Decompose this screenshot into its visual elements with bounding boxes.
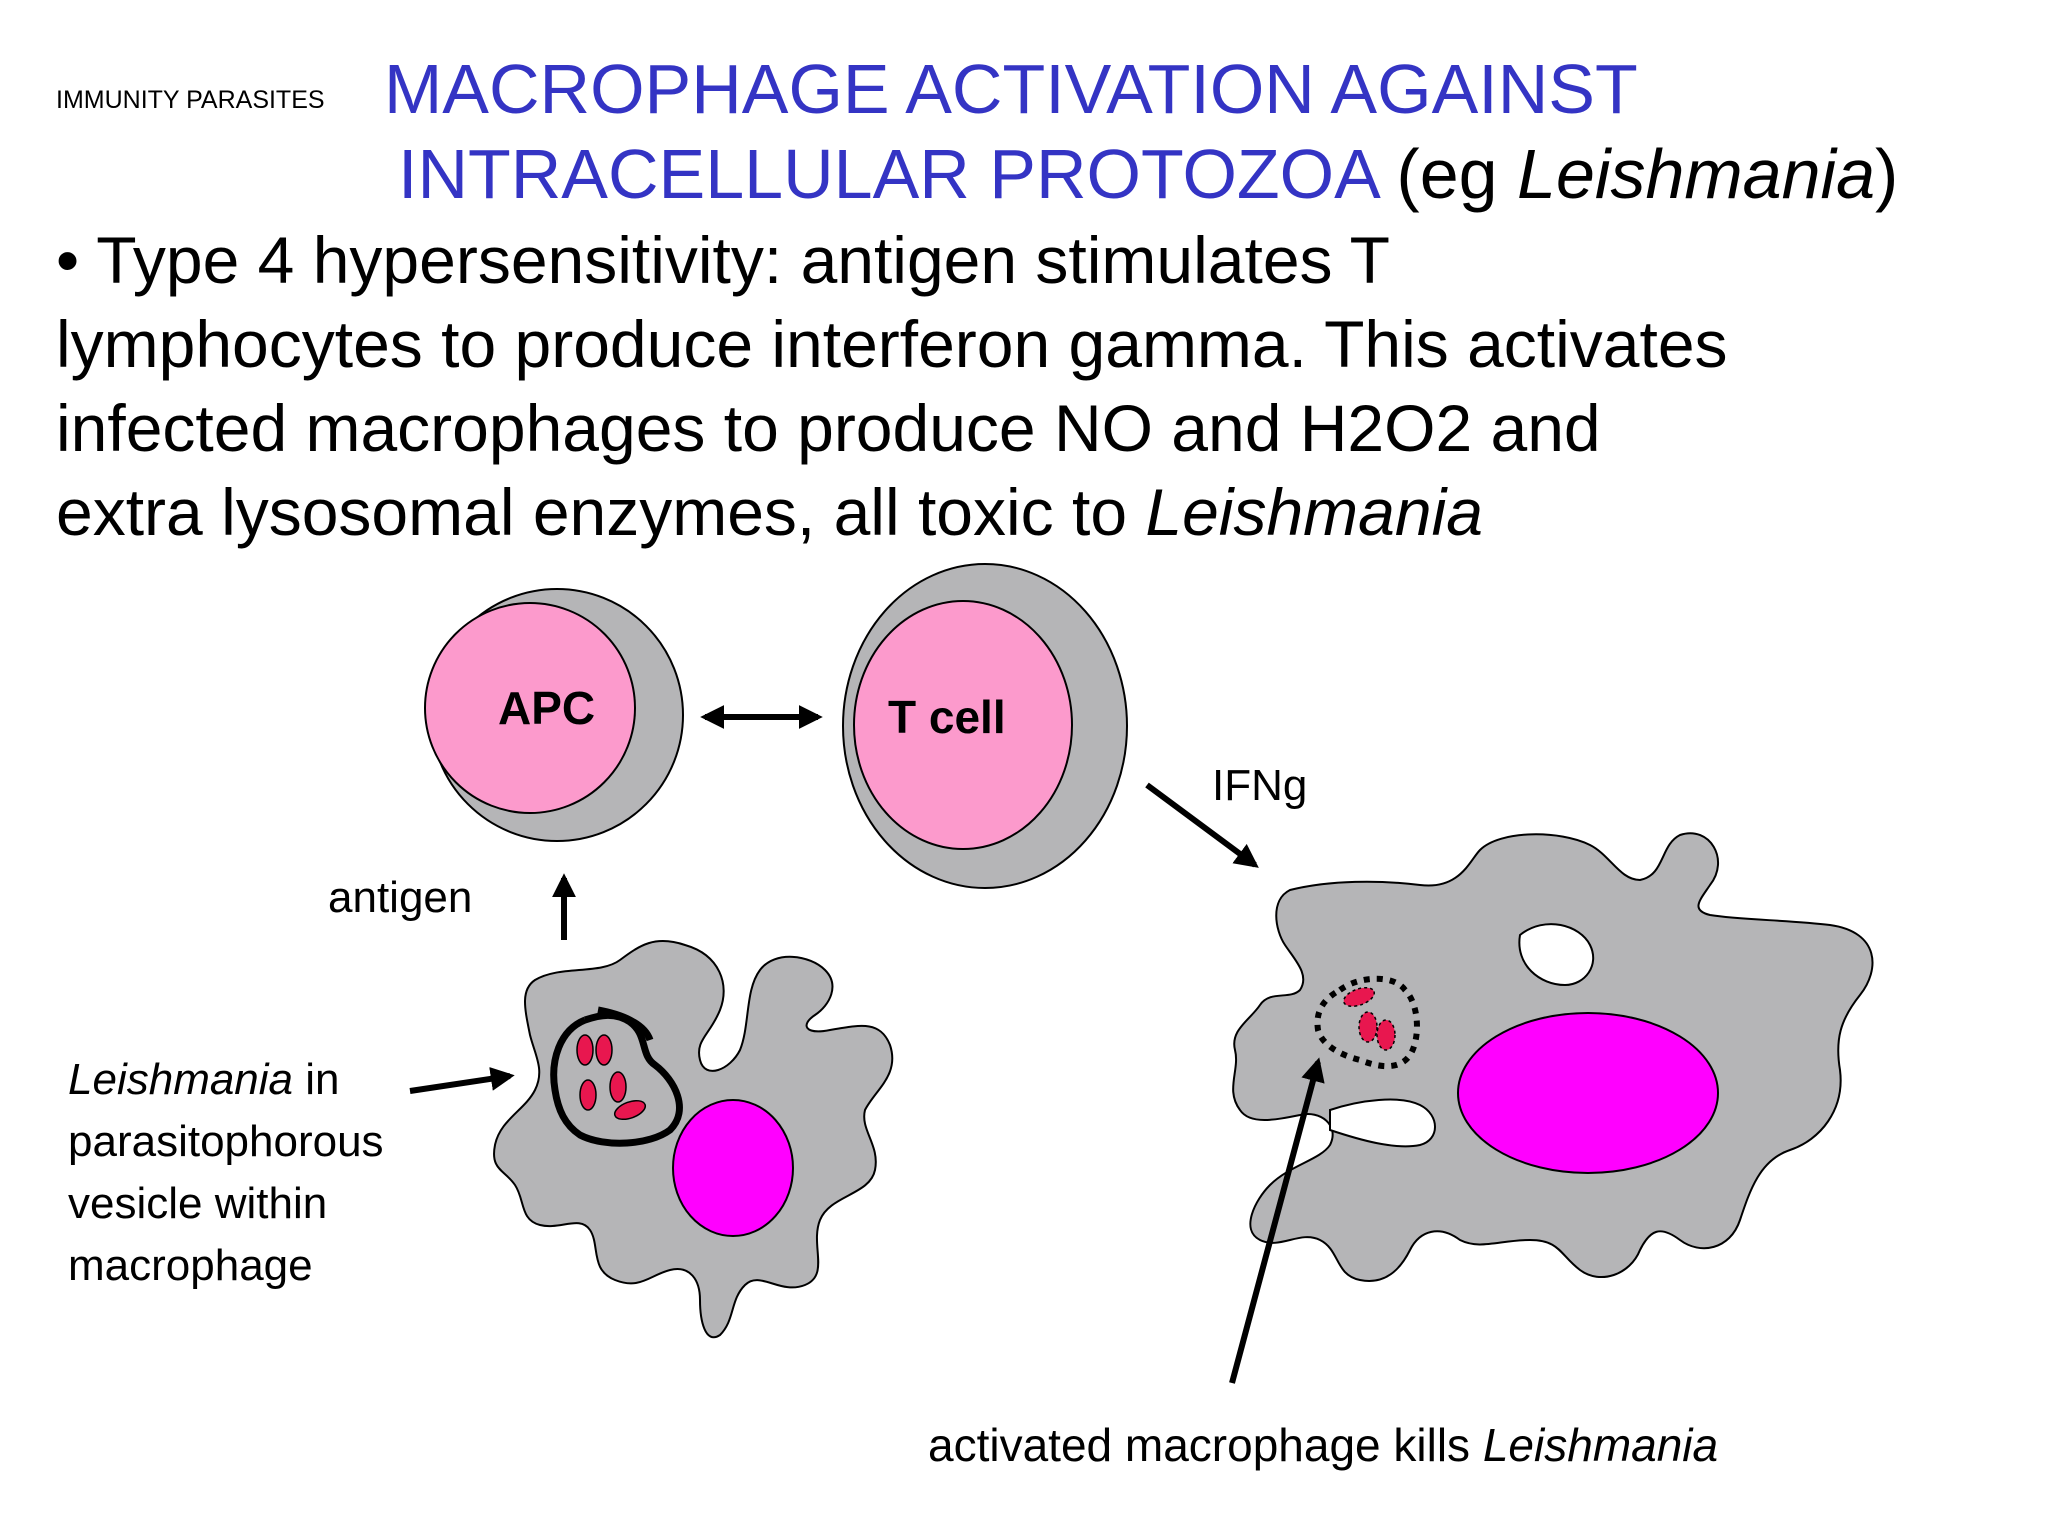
kills-arrow [1229,1057,1325,1384]
vesicle-label-line-2: parasitophorous [68,1117,384,1166]
apc-cell [424,588,684,842]
infected-macrophage-nucleus [672,1099,794,1237]
bullet-line-2: lymphocytes to produce interferon gamma.… [56,307,1728,381]
damaged-parasites [1342,986,1396,1051]
vesicle-label-italic: Leishmania [68,1055,293,1104]
bullet-line-3: infected macrophages to produce NO and H… [56,391,1601,465]
vesicle-membrane-edge [597,1006,654,1042]
slide-title-line-1: MACROPHAGE ACTIVATION AGAINST [384,50,1638,128]
vesicle-label-rest: in [293,1055,339,1104]
title-line-2-blue: INTRACELLULAR PROTOZOA [398,135,1377,213]
title-tail-suffix: ) [1875,135,1899,213]
activated-label-text: activated macrophage kills [928,1419,1483,1471]
bullet-line-4: extra lysosomal enzymes, all toxic to Le… [56,470,1728,554]
activated-macrophage-nucleus [1457,1012,1719,1174]
section-heading: IMMUNITY PARASITES [56,86,325,114]
bullet-line-1: • Type 4 hypersensitivity: antigen stimu… [56,223,1390,297]
t-cell [842,563,1128,889]
activated-label-italic: Leishmania [1483,1419,1718,1471]
slide-title-line-2: INTRACELLULAR PROTOZOA (eg Leishmania) [398,139,1898,209]
leishmania-parasites [576,1034,647,1121]
macrophage-pseudopod-gap [1518,923,1595,987]
activated-macrophage-label: activated macrophage kills Leishmania [928,1419,1718,1471]
antigen-label: antigen [328,873,472,922]
damaged-vesicle [1314,975,1420,1070]
title-tail-italic: Leishmania [1517,135,1876,213]
macrophage-indentation [1329,1098,1436,1148]
bullet-text: • Type 4 hypersensitivity: antigen stimu… [56,218,1728,554]
vesicle-label: Leishmania in parasitophorous vesicle wi… [68,1055,396,1290]
apc-label: APC [498,682,595,734]
title-tail-prefix: (eg [1376,135,1518,213]
tcell-label: T cell [888,691,1006,743]
bullet-line-4-text: extra lysosomal enzymes, all toxic to [56,475,1146,549]
vesicle-label-line-4: macrophage [68,1241,313,1290]
ifng-arrow [1145,782,1259,868]
vesicle-arrow [409,1066,515,1094]
ifng-label: IFNg [1212,761,1307,810]
bullet-line-4-italic: Leishmania [1145,475,1483,549]
vesicle-label-line-3: vesicle within [68,1179,327,1228]
